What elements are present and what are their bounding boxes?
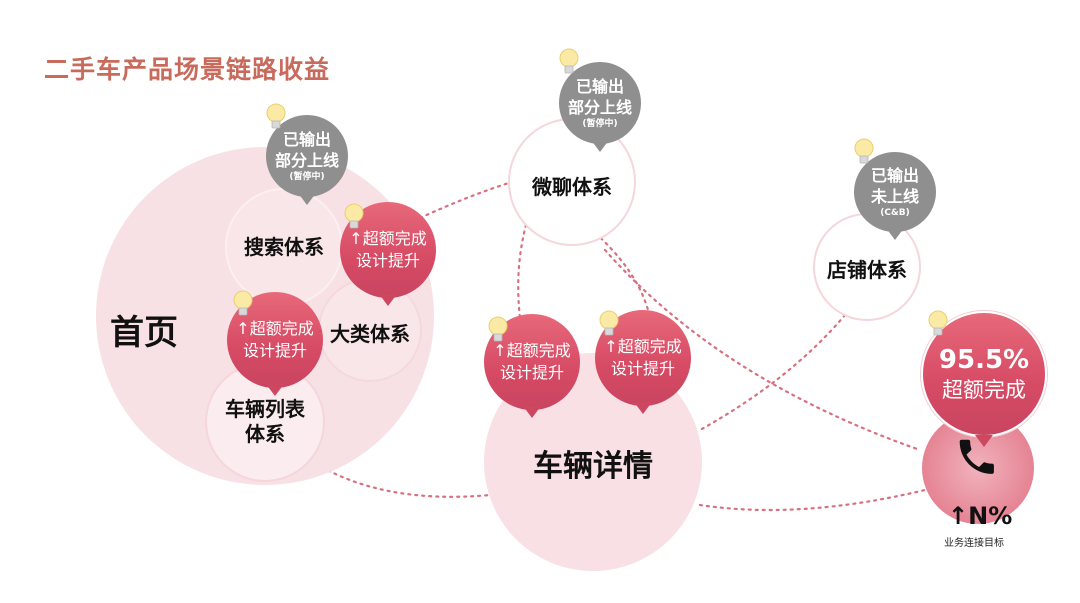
exceed-badge-detail-right-line2: 设计提升 — [610, 359, 675, 378]
home-label: 首页 — [110, 313, 178, 353]
phone-result-label: 超额完成 — [942, 378, 1026, 402]
vehicle-detail-label: 车辆详情 — [533, 449, 653, 485]
lightbulb-icon — [559, 48, 579, 74]
search-label: 搜索体系 — [244, 234, 324, 259]
lightbulb-icon — [488, 316, 508, 342]
wechat-status-note: (暂停中) — [582, 118, 618, 129]
store-status-badge: 已输出 未上线 (C&B) — [854, 152, 936, 232]
exceed-badge-list-line1: ↑超额完成 — [236, 319, 314, 338]
link-wechat-phone — [603, 248, 922, 452]
search-node: 搜索体系 — [225, 188, 343, 306]
wechat-status-line1: 已输出 — [575, 76, 624, 96]
lightbulb-icon — [928, 310, 948, 336]
store-status-note: (C&B) — [880, 207, 910, 218]
lightbulb-icon — [266, 103, 286, 129]
store-label: 店铺体系 — [827, 257, 907, 282]
exceed-badge-detail-right-tail — [634, 402, 652, 414]
category-label: 大类体系 — [330, 321, 410, 346]
wechat-label: 微聊体系 — [532, 174, 612, 199]
lightbulb-icon — [344, 203, 364, 229]
exceed-badge-list-line2: 设计提升 — [242, 341, 307, 360]
exceed-badge-detail-right-line1: ↑超额完成 — [604, 337, 682, 356]
lightbulb-icon — [854, 138, 874, 164]
phone-result-value: 95.5% — [938, 345, 1030, 375]
link-wechat-detail-left — [517, 216, 530, 320]
vehicle-list-label-2: 体系 — [245, 422, 285, 446]
exceed-badge-list-tail — [266, 384, 284, 396]
phone-result-tail — [975, 435, 993, 447]
wechat-status-line2: 部分上线 — [567, 97, 632, 117]
vehicle-list-label-1: 车辆列表 — [225, 397, 305, 421]
exceed-badge-detail-left-line2: 设计提升 — [499, 363, 564, 382]
link-store-detail — [698, 313, 847, 432]
exceed-badge-category-tail — [379, 294, 397, 306]
link-category-wechat — [418, 180, 514, 220]
search-status-line2: 部分上线 — [274, 150, 339, 170]
search-status-line1: 已输出 — [282, 129, 331, 149]
store-status-tail — [886, 228, 904, 240]
search-status-note: (暂停中) — [289, 171, 325, 182]
category-node: 大类体系 — [318, 278, 422, 382]
exceed-badge-category-line2: 设计提升 — [355, 251, 420, 270]
wechat-status-badge: 已输出 部分上线 (暂停中) — [559, 62, 641, 144]
phone-circle — [922, 412, 1034, 524]
phone-icon — [959, 439, 994, 474]
lightbulb-icon — [233, 290, 253, 316]
exceed-badge-detail-left-line1: ↑超额完成 — [493, 341, 571, 360]
exceed-badge-category-line1: ↑超额完成 — [349, 229, 427, 248]
search-status-tail — [298, 193, 316, 205]
page-title: 二手车产品场景链路收益 — [44, 55, 331, 84]
phone-result-badge: 95.5% 超额完成 — [921, 311, 1047, 437]
phone-goal-value: ↑N% — [948, 502, 1013, 530]
lightbulb-icon — [599, 310, 619, 336]
wechat-status-tail — [591, 140, 609, 152]
exceed-badge-detail-left-tail — [523, 406, 541, 418]
store-status-line2: 未上线 — [870, 186, 919, 206]
search-status-badge: 已输出 部分上线 (暂停中) — [266, 115, 348, 197]
phone-goal-label: 业务连接目标 — [944, 538, 1004, 549]
link-detail-phone — [698, 488, 927, 512]
store-status-line1: 已输出 — [870, 165, 919, 185]
